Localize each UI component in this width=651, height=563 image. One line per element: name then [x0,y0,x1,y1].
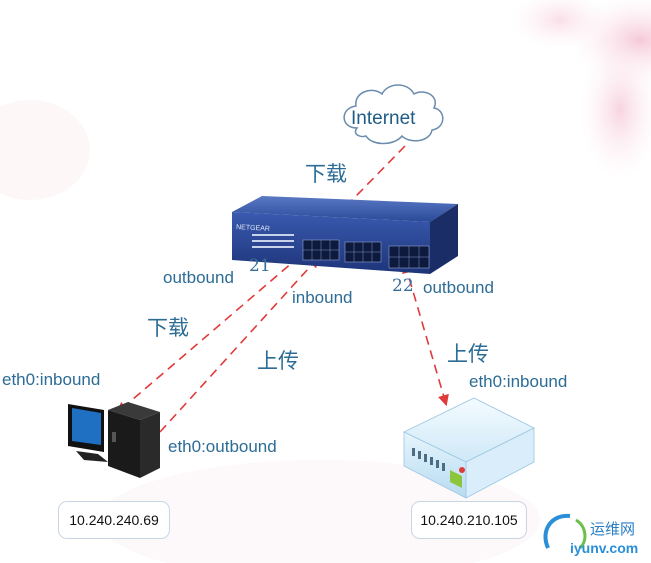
server-icon [403,397,535,499]
download-label-left: 下载 [147,317,189,340]
server-ip-box: 10.240.210.105 [411,501,527,539]
outbound-label-port22: outbound [423,278,494,297]
pc-ip-box: 10.240.240.69 [58,501,170,539]
watermark-domain: iyunv.com [570,540,639,556]
eth0-outbound-pc-label: eth0:outbound [168,437,277,456]
watermark-logo-icon [543,513,587,550]
port-22-label: 22 [392,276,414,296]
download-label-top: 下载 [305,163,347,186]
arrow-port22-server [402,261,449,407]
switch-icon: NETGEAR [232,196,458,274]
outbound-label-port21: outbound [163,268,234,287]
pc-icon [68,402,160,478]
watermark-brand: 运维网 [590,521,636,538]
arrow-port21-to-pc [116,255,301,414]
upload-label-left: 上传 [257,350,299,373]
port-21-label: 21 [249,256,271,276]
eth0-inbound-server-label: eth0:inbound [469,372,568,391]
internet-label: Internet [351,108,416,129]
arrow-pc-to-port21 [159,256,320,433]
internet-cloud-icon [343,84,444,145]
eth0-inbound-pc-label: eth0:inbound [2,370,101,389]
upload-label-right: 上传 [447,343,489,366]
inbound-label-port21: inbound [292,288,353,307]
svg-text:NETGEAR: NETGEAR [236,224,270,233]
